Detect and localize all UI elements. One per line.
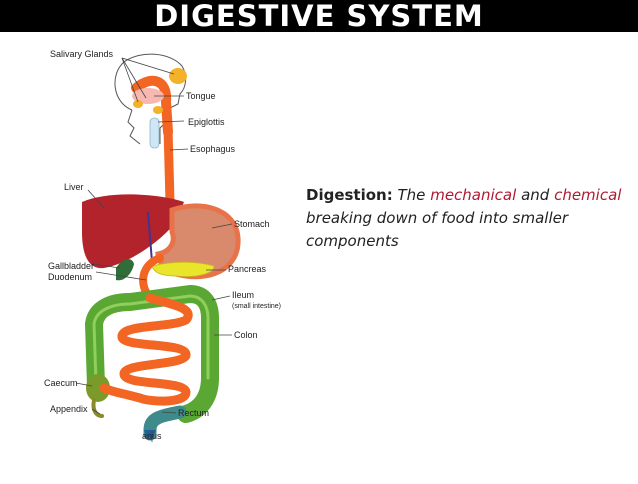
label-ileum-note: (small intestine) bbox=[232, 303, 281, 310]
head-outline bbox=[114, 53, 187, 144]
definition-word-chemical: chemical bbox=[554, 186, 622, 204]
digestion-definition: Digestion: The mechanical and chemical b… bbox=[306, 184, 626, 253]
label-rectum: Rectum bbox=[178, 408, 209, 418]
caecum-shape bbox=[86, 374, 110, 402]
appendix-shape bbox=[91, 398, 104, 418]
label-appendix: Appendix bbox=[50, 404, 88, 414]
liver-shape bbox=[82, 194, 184, 269]
definition-text-2: and bbox=[521, 186, 550, 204]
anus-shape bbox=[144, 430, 156, 440]
definition-text-1: The bbox=[397, 186, 426, 204]
jaw-outline bbox=[127, 109, 141, 145]
label-colon: Colon bbox=[234, 330, 258, 340]
leader-lines bbox=[75, 57, 233, 442]
label-stomach: Stomach bbox=[234, 219, 270, 229]
pancreas-shape bbox=[151, 261, 215, 277]
label-gallbladder: Gallbladder bbox=[48, 261, 94, 271]
label-liver: Liver bbox=[64, 182, 84, 192]
pharynx bbox=[131, 75, 173, 137]
title-bar: DIGESTIVE SYSTEM bbox=[0, 0, 638, 32]
salivary-gland-sub2 bbox=[153, 106, 163, 114]
label-duodenum: Duodenum bbox=[48, 272, 92, 282]
salivary-gland-parotid bbox=[169, 68, 187, 84]
label-pancreas: Pancreas bbox=[228, 264, 267, 274]
definition-word-mechanical: mechanical bbox=[430, 186, 517, 204]
tongue-shape bbox=[132, 88, 164, 104]
small-intestine-tube bbox=[99, 293, 193, 406]
digestive-system-diagram: Salivary Glands Tongue Epiglottis Esopha… bbox=[0, 32, 330, 479]
label-epiglottis: Epiglottis bbox=[188, 117, 225, 127]
page-title: DIGESTIVE SYSTEM bbox=[154, 0, 484, 33]
label-caecum: Caecum bbox=[44, 378, 78, 388]
label-esophagus: Esophagus bbox=[190, 144, 236, 154]
label-tongue: Tongue bbox=[186, 91, 216, 101]
definition-term: Digestion: bbox=[306, 186, 393, 204]
trachea bbox=[149, 117, 160, 149]
bile-duct bbox=[147, 211, 153, 263]
gallbladder-shape bbox=[116, 259, 134, 281]
definition-text-3: breaking down of food into smaller compo… bbox=[306, 209, 569, 250]
diagram-svg: Salivary Glands Tongue Epiglottis Esopha… bbox=[44, 49, 281, 442]
salivary-gland-sub1 bbox=[133, 100, 143, 108]
label-ileum: Ileum bbox=[232, 290, 254, 300]
label-salivary-glands: Salivary Glands bbox=[50, 49, 114, 59]
colon-tube bbox=[85, 285, 219, 423]
label-anus: anus bbox=[142, 431, 162, 441]
